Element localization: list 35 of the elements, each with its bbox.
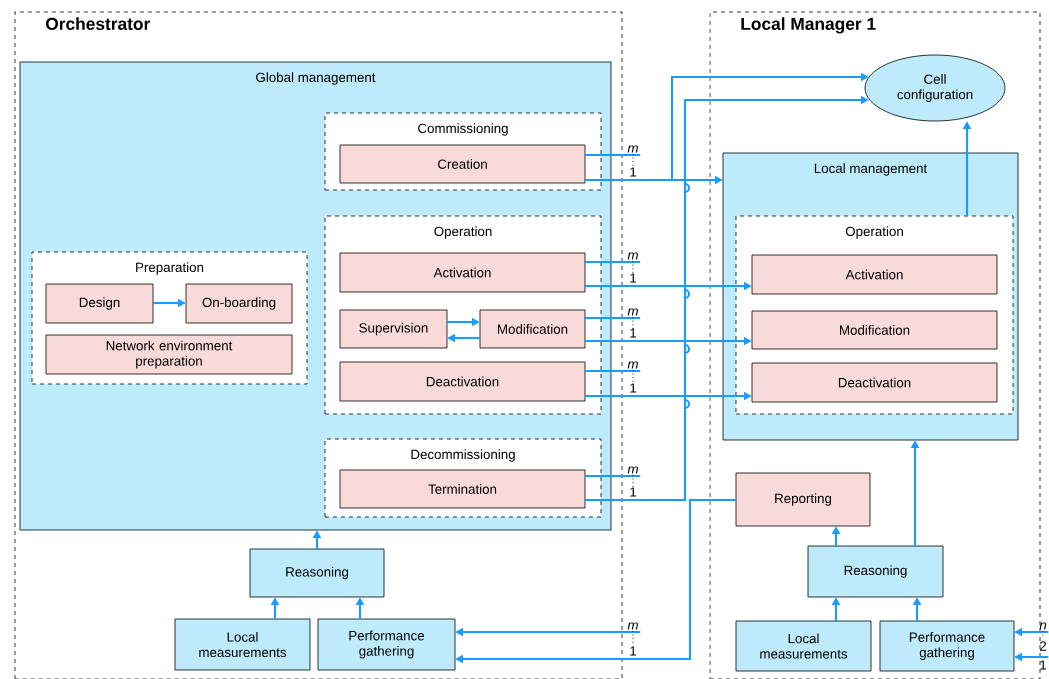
process-box: Termination bbox=[339, 469, 586, 509]
process-box: Deactivation bbox=[751, 362, 998, 403]
process-box: Network environment preparation bbox=[45, 334, 293, 375]
function-box: Performance gathering bbox=[317, 618, 456, 671]
ellipse-node: Cell configuration bbox=[864, 54, 1006, 122]
multiplicity-label: m bbox=[627, 622, 638, 630]
function-box: Performance gathering bbox=[879, 620, 1015, 672]
process-box: Activation bbox=[339, 252, 586, 293]
process-box: Deactivation bbox=[339, 361, 586, 402]
process-box: Creation bbox=[339, 144, 586, 184]
function-box: Reasoning bbox=[249, 548, 385, 598]
process-box: Modification bbox=[751, 310, 998, 350]
multiplicity-label: 2 bbox=[1039, 641, 1047, 651]
process-box: Design bbox=[45, 283, 154, 324]
multiplicity-label: 1 bbox=[630, 487, 637, 497]
process-box: Modification bbox=[479, 309, 586, 349]
multiplicity-label: m bbox=[627, 466, 638, 474]
multiplicity-label: 1 bbox=[630, 646, 637, 656]
multiplicity-label: m bbox=[627, 361, 638, 369]
function-box: Local measurements bbox=[174, 618, 311, 671]
multiplicity-label: 1 bbox=[630, 383, 637, 393]
multiplicity-label: m bbox=[627, 308, 638, 316]
multiplicity-label: 1 bbox=[630, 328, 637, 338]
multiplicity-label: 1 bbox=[630, 273, 637, 283]
multiplicity-label: m bbox=[627, 145, 638, 153]
multiplicity-label: 1 bbox=[630, 167, 637, 177]
process-box: Activation bbox=[751, 254, 998, 295]
function-box: Reasoning bbox=[807, 545, 944, 598]
multiplicity-label: m bbox=[627, 252, 638, 260]
multiplicity-label: 1 bbox=[1040, 660, 1047, 670]
process-box: Reporting bbox=[735, 472, 871, 527]
process-box: On-boarding bbox=[185, 283, 293, 324]
function-box: Local measurements bbox=[735, 620, 872, 672]
multiplicity-label: n bbox=[1039, 622, 1047, 630]
process-box: Supervision bbox=[339, 309, 448, 349]
